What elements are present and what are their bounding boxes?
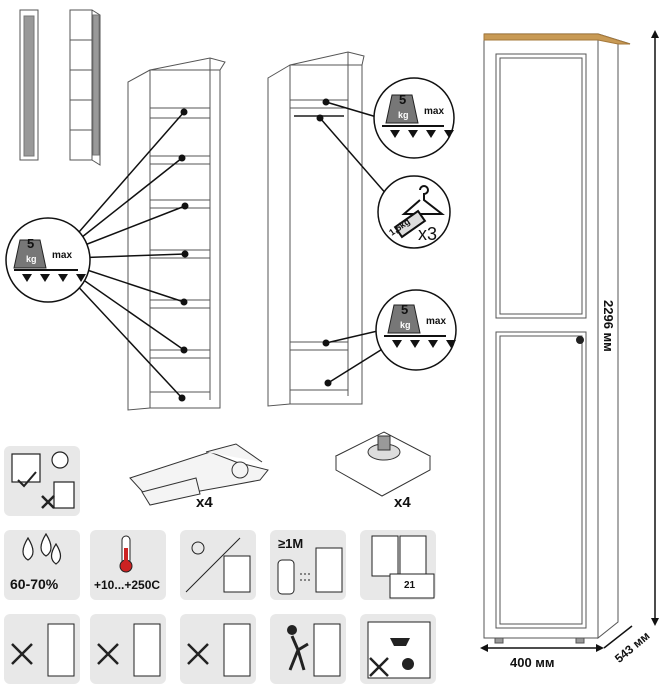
door-knob (576, 336, 584, 344)
icon-heater-distance: ≥1M (270, 530, 346, 600)
temperature-label: +10...+250C (94, 578, 161, 592)
hinge-icon (129, 443, 269, 506)
panel-number: 21 (404, 580, 416, 591)
icon-sunlight (180, 530, 256, 600)
weight-value: 5 (399, 92, 407, 107)
icon-no-pushing (270, 614, 346, 684)
load-leader-lines (71, 101, 389, 399)
coat-hanger-icon (393, 185, 445, 239)
weight-icon (384, 304, 446, 337)
icon-no-chemicals (90, 614, 166, 684)
weight-unit: kg (398, 110, 409, 120)
icon-temperature: +10...+250C (90, 530, 166, 600)
icon-no-heavy-load (360, 614, 436, 684)
icon-humidity: 60-70% (4, 530, 80, 600)
weight-value: 5 (27, 236, 35, 251)
down-arrows-icon (22, 130, 456, 348)
weight-max-label: max (424, 106, 445, 117)
furniture-foot-icon (334, 431, 432, 497)
cabinet-hanging-open (267, 51, 365, 407)
weight-max-label: max (52, 250, 73, 261)
distance-label: ≥1M (278, 536, 304, 551)
weight-max-label: max (426, 316, 447, 327)
icon-no-spill (4, 614, 80, 684)
width-dimension: 400 мм (510, 655, 555, 670)
weight-icon (382, 94, 444, 127)
foot-count: x4 (394, 494, 411, 511)
cabinet-shelves-open (127, 57, 226, 411)
icon-door-panel: 21 (360, 530, 436, 600)
cabinet-wooden-top (483, 33, 631, 45)
hanger-count: x3 (418, 224, 438, 244)
thumbnail-cabinet-open (69, 9, 101, 166)
icon-no-scratching (180, 614, 256, 684)
weight-icon (13, 239, 78, 271)
dimension-lines (486, 36, 656, 649)
height-dimension: 2296 мм (601, 300, 616, 352)
thumbnail-cabinet-closed (19, 9, 39, 161)
weight-unit: kg (400, 320, 411, 330)
weight-unit: kg (26, 254, 37, 264)
weight-value: 5 (401, 302, 409, 317)
icon-door-closing (4, 446, 80, 516)
hinge-count: x4 (196, 494, 213, 511)
humidity-label: 60-70% (10, 576, 59, 592)
